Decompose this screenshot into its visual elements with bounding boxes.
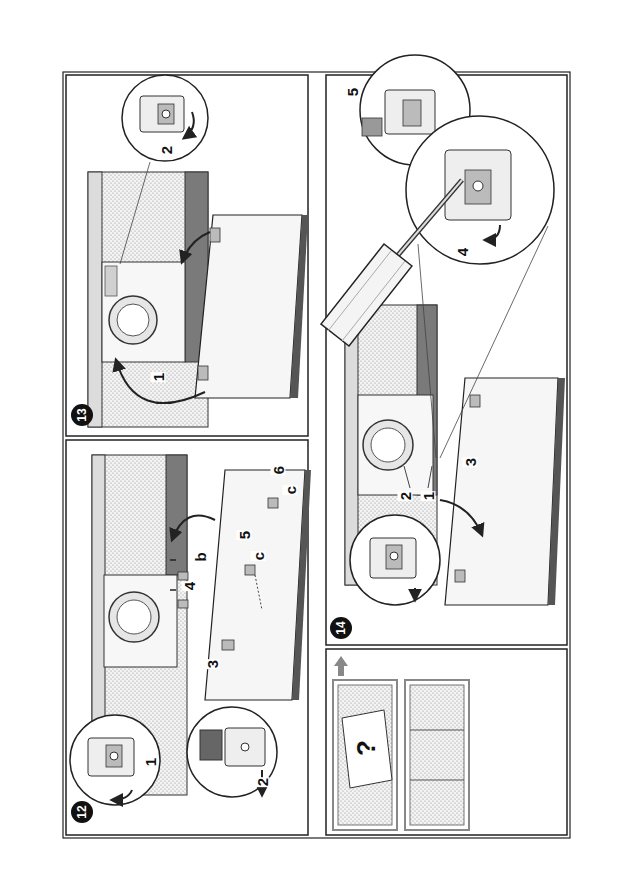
callout-number: c [251, 551, 266, 561]
callout-number: 1 [421, 491, 436, 501]
panel-frame [326, 649, 567, 835]
door-panel-12 [205, 470, 311, 700]
move-arrow [116, 360, 205, 403]
leader-line [428, 466, 432, 488]
leader-line [418, 244, 436, 458]
hinge-inset-14c [350, 515, 440, 605]
callout-number: 2 [398, 491, 413, 501]
step-badge: 13 [71, 404, 93, 426]
move-arrow [172, 516, 215, 541]
step-number: 14 [335, 621, 347, 634]
leader-line [404, 466, 410, 488]
callout-number: 4 [455, 247, 470, 257]
cabinet-13 [88, 172, 208, 427]
callout-number: 2 [255, 777, 270, 787]
direction-arrow [334, 656, 348, 676]
step-number: 13 [76, 408, 88, 421]
callout-number: 5 [345, 87, 360, 97]
hinge-inset-13 [122, 75, 208, 161]
cabinet-front-b [405, 680, 469, 830]
step-badge: 14 [330, 617, 352, 639]
callout-number: 3 [205, 659, 220, 669]
panel-frame [66, 75, 308, 436]
step-badge: 12 [71, 801, 93, 823]
hinge-inset-12b [187, 707, 277, 797]
hinge-inset-12a [70, 715, 160, 805]
callout-number: 6 [271, 465, 286, 475]
page-frame [63, 72, 570, 838]
callout-number: 5 [237, 530, 252, 540]
callout-number: ? [353, 739, 379, 757]
callout-number: c [283, 485, 298, 495]
callout-number: 2 [159, 145, 174, 155]
screwdriver [321, 180, 462, 346]
leader-line [120, 162, 150, 264]
step-number: 12 [76, 805, 88, 818]
panel-frame [66, 440, 308, 835]
callout-number: 1 [143, 757, 158, 767]
door-panel-14 [445, 378, 565, 605]
callout-number: 3 [463, 457, 478, 467]
callout-number: 1 [151, 372, 166, 382]
callout-number: b [193, 551, 208, 562]
callout-number: 4 [182, 581, 197, 591]
panel-frame [326, 75, 567, 645]
door-panel-13 [195, 215, 308, 398]
move-arrow [440, 500, 482, 535]
move-arrow [182, 232, 210, 262]
hinge-inset-14b [406, 116, 554, 264]
cabinet-front-a [333, 680, 397, 830]
